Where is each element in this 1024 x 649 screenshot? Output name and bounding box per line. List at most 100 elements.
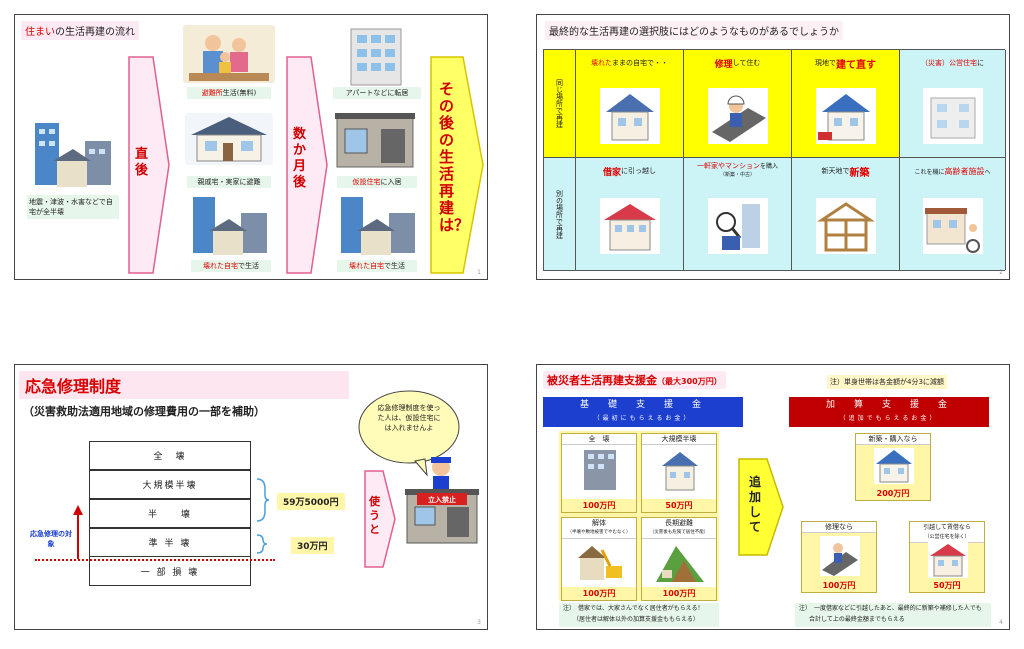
right-label-3: 壊れた自宅で生活 xyxy=(337,260,417,272)
relatives-house-image xyxy=(185,113,273,165)
option-cell: 現地で建て直す xyxy=(792,50,900,158)
fund-item-demolition: 解体（半壊や敷地被害でやむなく） 100万円 xyxy=(561,517,637,601)
house-icon xyxy=(191,117,267,162)
option-label: 壊れたままの自宅で・・ xyxy=(591,59,668,67)
amount-300000: 30万円 xyxy=(291,537,334,554)
option-label: （災害）公営住宅に xyxy=(921,59,984,67)
arrow-after-label: その後の生活再建は？ xyxy=(439,80,470,234)
item-label: 全 壊 xyxy=(562,434,636,445)
additional-footnote: 注） 一度借家などに引越したあと、最終的に新築や補修した人でも合計して上の最終金… xyxy=(795,603,991,627)
additional-fund-banner: 加 算 支 援 金（追加でもらえるお金） xyxy=(789,397,989,427)
repair-worker-icon xyxy=(708,88,768,144)
damaged-buildings-icon xyxy=(35,123,111,187)
row-label-other-place: 別の場所で再建 xyxy=(544,158,576,270)
apartment-icon xyxy=(350,28,402,86)
item-label: 修理なら xyxy=(802,522,876,533)
landslide-icon xyxy=(656,546,704,582)
row-label-same-place: 同じ場所で再建 xyxy=(544,50,576,158)
slide-3-subtitle: （災害救助法適用地域の修理費用の一部を補助） xyxy=(23,405,265,418)
arrow-immediately xyxy=(128,56,170,274)
house-icon xyxy=(600,88,660,144)
option-cell: 一軒家やマンションを購入（新築・中古） xyxy=(684,158,792,270)
page-number: 3 xyxy=(477,619,481,626)
fund-item-large-half: 大規模半壊 50万円 xyxy=(641,433,717,513)
rental-house-icon xyxy=(600,198,660,254)
closed-house-icon xyxy=(405,457,479,544)
new-house-icon xyxy=(874,448,914,484)
option-label: 修理して住む xyxy=(714,59,761,70)
house-search-icon xyxy=(708,198,768,254)
temporary-housing-icon xyxy=(335,113,415,168)
item-label: 大規模半壊 xyxy=(642,434,716,445)
right-label-1: アパートなどに転居 xyxy=(333,87,421,99)
speech-bubble xyxy=(358,390,460,477)
slide-4-title: 被災者生活再建支援金（最大300万円） xyxy=(543,371,726,389)
no-entry-sign: 立入禁止 xyxy=(428,496,456,504)
item-amount: 100万円 xyxy=(562,587,636,600)
tier-half: 半 壊 xyxy=(89,499,251,528)
brace-upper xyxy=(256,478,269,522)
title-accent: 住まい xyxy=(25,27,55,38)
slide-4-support-funds: 被災者生活再建支援金（最大300万円） 注）単身世帯は各金額が4分3に減額 基 … xyxy=(536,364,1010,630)
use-label: 使うと xyxy=(369,495,380,536)
page-number: 1 xyxy=(477,269,481,276)
single-household-note: 注）単身世帯は各金額が4分3に減額 xyxy=(827,375,947,389)
tier-large-half: 大規模半壊 xyxy=(89,470,251,499)
item-label: 新築・購入なら xyxy=(856,434,930,445)
page-number: 4 xyxy=(999,619,1003,626)
item-label: 解体（半壊や敷地被害でやむなく） xyxy=(562,518,636,539)
brace-lower xyxy=(256,534,268,554)
tier-total-loss: 全 壊 xyxy=(89,441,251,470)
rental-house-icon xyxy=(928,542,968,578)
amount-595000: 59万5000円 xyxy=(277,493,345,510)
item-amount: 100万円 xyxy=(562,499,636,512)
mid-label-3: 壊れた自宅で生活 xyxy=(191,260,271,272)
title-max: （最大300万円） xyxy=(657,377,722,386)
option-cell: 借家に引っ越し xyxy=(576,158,684,270)
option-label: 新天地で新築 xyxy=(821,167,870,179)
option-cell: 壊れたままの自宅で・・ xyxy=(576,50,684,158)
title-rest: の生活再建の流れ xyxy=(55,27,135,38)
slide-1-housing-flow: 住まいの生活再建の流れ 地震・津波・水害などで自宅が全半壊 直後 避難所生活(無… xyxy=(14,14,488,280)
damaged-home-icon xyxy=(193,197,267,255)
public-housing-icon xyxy=(923,88,983,144)
elderly-facility-icon xyxy=(923,198,983,254)
item-amount: 100万円 xyxy=(802,579,876,592)
arrow-immediately-label: 直後 xyxy=(135,147,149,178)
slide-3-emergency-repair: 応急修理制度 （災害救助法適用地域の修理費用の一部を補助） 応急修理制度を使った… xyxy=(14,364,488,630)
option-label: 一軒家やマンションを購入（新築・中古） xyxy=(696,162,778,178)
arrow-months-later-label: 数か月後 xyxy=(293,127,307,190)
tier-semi-half: 準 半 壊 xyxy=(89,528,251,557)
right-label-2: 仮設住宅に入居 xyxy=(337,176,417,188)
arrow-months-later xyxy=(286,56,328,274)
damaged-home-icon-2 xyxy=(341,197,415,255)
evacuation-center-image xyxy=(183,25,275,83)
item-label: 長期避難（災害後も危険で居住不能） xyxy=(642,518,716,539)
disaster-caption: 地震・津波・水害などで自宅が全半壊 xyxy=(27,195,119,219)
house-frame-icon xyxy=(816,198,876,254)
target-label: 応急修理の対象 xyxy=(30,530,72,548)
option-label: 現地で建て直す xyxy=(815,59,876,71)
option-cell: これを機に高齢者施設へ xyxy=(900,158,1006,270)
item-label: 引越して賃借なら（公営住宅を除く） xyxy=(910,522,984,543)
add-item-rent: 引越して賃借なら（公営住宅を除く） 50万円 xyxy=(909,521,985,593)
slide-2-options: 最終的な生活再建の選択肢にはどのようなものがあるでしょうか 同じ場所で再建 別の… xyxy=(536,14,1010,280)
demolition-icon xyxy=(578,546,622,580)
page-number: 2 xyxy=(999,269,1003,276)
basic-footnote: 注） 借家では、大家さんでなく居住者がもらえる！（居住者は解体以外の加算支援金も… xyxy=(559,603,719,627)
title-main: 被災者生活再建支援金 xyxy=(547,374,657,387)
item-amount: 100万円 xyxy=(642,587,716,600)
option-cell: （災害）公営住宅に xyxy=(900,50,1006,158)
arrow-add xyxy=(738,458,784,556)
fund-item-total-loss: 全 壊 100万円 xyxy=(561,433,637,513)
damaged-building-icon xyxy=(584,450,616,490)
option-label: これを機に高齢者施設へ xyxy=(914,166,991,176)
arrow-after xyxy=(430,56,484,274)
arrow-use xyxy=(364,470,396,568)
option-cell: 修理して住む xyxy=(684,50,792,158)
option-label: 借家に引っ越し xyxy=(602,167,656,178)
add-label: 追加して xyxy=(749,475,762,534)
item-amount: 50万円 xyxy=(910,579,984,592)
options-grid: 同じ場所で再建 別の場所で再建 壊れたままの自宅で・・ 修理して住む 現地で建て… xyxy=(543,49,1006,271)
speech-bubble-text: 応急修理制度を使った人は、仮設住宅には入れませんよ xyxy=(377,404,441,432)
